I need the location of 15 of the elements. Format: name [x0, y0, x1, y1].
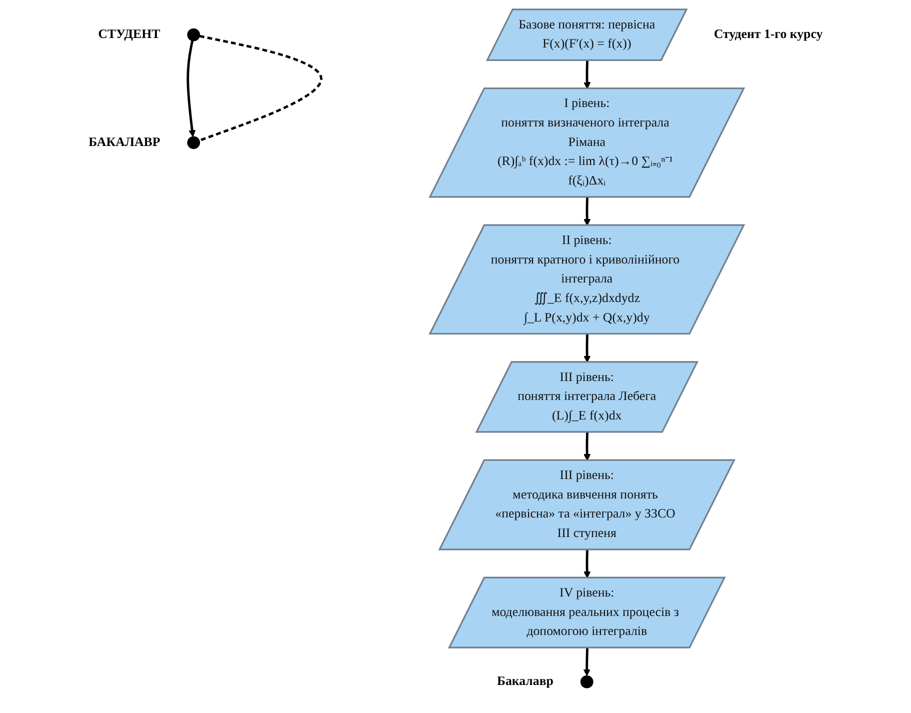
- arrow: [186, 40, 196, 137]
- node-circle: [580, 675, 594, 688]
- arrow: [583, 432, 590, 461]
- arrow: [583, 648, 590, 676]
- node-label: Бакалавр: [496, 674, 554, 688]
- arrow: [583, 60, 590, 90]
- arrow: [583, 550, 590, 578]
- node-circle: [187, 136, 200, 150]
- arrow: [583, 334, 590, 363]
- node-circle: [187, 28, 200, 42]
- arrow: [583, 197, 590, 226]
- node-label: Студент 1-го курсу: [714, 28, 823, 42]
- node-label: СТУДЕНТ: [98, 28, 160, 42]
- node-label: БАКАЛАВР: [88, 135, 160, 150]
- connector: [198, 34, 322, 142]
